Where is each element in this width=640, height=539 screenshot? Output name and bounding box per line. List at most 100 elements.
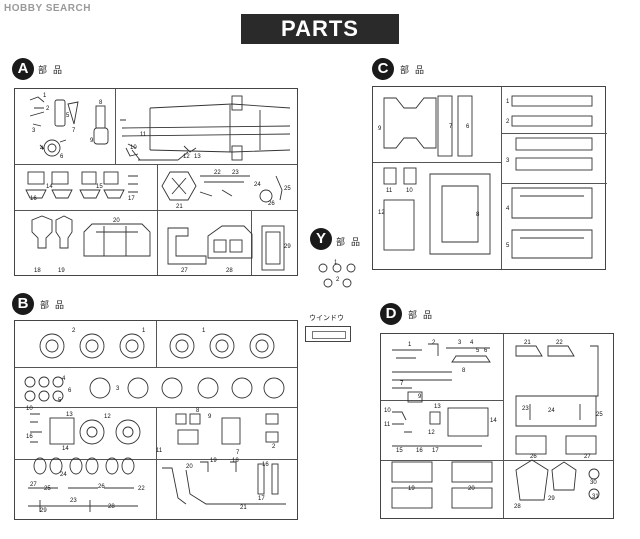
svg-text:22: 22	[556, 340, 563, 346]
svg-text:5: 5	[476, 348, 480, 354]
svg-text:10: 10	[406, 188, 413, 194]
sprue-b-label: 部品	[40, 300, 71, 310]
svg-text:7: 7	[449, 124, 453, 130]
svg-text:28: 28	[514, 504, 521, 510]
svg-text:14: 14	[46, 184, 53, 190]
svg-text:23: 23	[232, 170, 239, 176]
svg-text:21: 21	[176, 204, 183, 210]
sprue-d-badge: D	[380, 303, 402, 325]
svg-text:2: 2	[432, 340, 436, 346]
svg-text:3: 3	[116, 386, 120, 392]
svg-text:3: 3	[32, 128, 36, 134]
svg-text:6: 6	[484, 348, 488, 354]
svg-text:22: 22	[214, 170, 221, 176]
svg-text:3: 3	[506, 158, 510, 164]
svg-text:29: 29	[548, 496, 555, 502]
sprue-a-badge: A	[12, 58, 34, 80]
svg-text:16: 16	[262, 462, 269, 468]
svg-text:7: 7	[72, 128, 76, 134]
svg-text:10: 10	[26, 406, 33, 412]
svg-text:16: 16	[26, 434, 33, 440]
svg-text:1: 1	[334, 260, 338, 266]
svg-text:2: 2	[336, 277, 340, 283]
svg-text:27: 27	[181, 268, 188, 274]
svg-text:6: 6	[466, 124, 470, 130]
svg-text:13: 13	[66, 412, 73, 418]
svg-text:20: 20	[113, 218, 120, 224]
svg-text:13: 13	[194, 154, 201, 160]
svg-text:11: 11	[384, 422, 391, 428]
svg-text:12: 12	[104, 414, 111, 420]
svg-text:8: 8	[99, 100, 103, 106]
svg-text:18: 18	[34, 268, 41, 274]
svg-text:7: 7	[236, 450, 240, 456]
svg-text:16: 16	[416, 448, 423, 454]
svg-text:21: 21	[240, 505, 247, 511]
svg-text:1: 1	[202, 328, 206, 334]
svg-text:12: 12	[378, 210, 385, 216]
svg-text:12: 12	[183, 154, 190, 160]
svg-text:20: 20	[186, 464, 193, 470]
svg-text:23: 23	[522, 406, 529, 412]
svg-text:19: 19	[408, 486, 415, 492]
svg-text:15: 15	[396, 448, 403, 454]
sprue-c-badge: C	[372, 58, 394, 80]
svg-text:4: 4	[470, 340, 474, 346]
svg-text:23: 23	[70, 498, 77, 504]
svg-text:11: 11	[140, 132, 147, 138]
svg-text:24: 24	[254, 182, 261, 188]
svg-text:25: 25	[596, 412, 603, 418]
sprue-a-frame	[14, 88, 298, 276]
svg-text:2: 2	[272, 444, 276, 450]
window-part	[305, 326, 351, 342]
svg-text:22: 22	[138, 486, 145, 492]
window-label: ウインドウ	[309, 315, 344, 322]
svg-text:24: 24	[60, 472, 67, 478]
svg-text:24: 24	[548, 408, 555, 414]
svg-text:14: 14	[62, 446, 69, 452]
page-title: PARTS	[241, 14, 399, 44]
svg-text:9: 9	[378, 126, 382, 132]
svg-text:3: 3	[458, 340, 462, 346]
svg-text:5: 5	[506, 243, 510, 249]
svg-text:11: 11	[386, 188, 393, 194]
svg-text:19: 19	[58, 268, 65, 274]
svg-text:1: 1	[408, 342, 412, 348]
svg-text:19: 19	[210, 458, 217, 464]
svg-text:29: 29	[284, 244, 291, 250]
svg-text:4: 4	[62, 376, 66, 382]
svg-text:9: 9	[418, 394, 422, 400]
svg-text:12: 12	[428, 430, 435, 436]
svg-text:1: 1	[142, 328, 146, 334]
svg-text:30: 30	[590, 480, 597, 486]
svg-text:26: 26	[98, 484, 105, 490]
sprue-c-label: 部品	[400, 65, 431, 75]
svg-text:25: 25	[44, 486, 51, 492]
svg-text:16: 16	[30, 196, 37, 202]
svg-text:25: 25	[284, 186, 291, 192]
svg-text:6: 6	[68, 388, 72, 394]
svg-text:8: 8	[462, 368, 466, 374]
svg-text:4: 4	[40, 146, 44, 152]
svg-text:5: 5	[58, 398, 62, 404]
svg-text:5: 5	[66, 113, 70, 119]
svg-text:18: 18	[232, 458, 239, 464]
svg-text:15: 15	[96, 184, 103, 190]
svg-text:11: 11	[156, 448, 163, 454]
svg-text:17: 17	[128, 196, 135, 202]
svg-text:21: 21	[524, 340, 531, 346]
sprue-b-badge: B	[12, 293, 34, 315]
svg-text:7: 7	[400, 381, 404, 387]
svg-text:6: 6	[60, 154, 64, 160]
svg-text:17: 17	[432, 448, 439, 454]
svg-text:27: 27	[30, 482, 37, 488]
svg-text:2: 2	[46, 106, 50, 112]
svg-text:8: 8	[196, 408, 200, 414]
svg-text:9: 9	[90, 138, 94, 144]
svg-text:26: 26	[268, 201, 275, 207]
svg-text:29: 29	[40, 508, 47, 514]
svg-text:17: 17	[258, 496, 265, 502]
svg-text:14: 14	[490, 418, 497, 424]
sprue-y-label: 部品	[336, 237, 367, 247]
